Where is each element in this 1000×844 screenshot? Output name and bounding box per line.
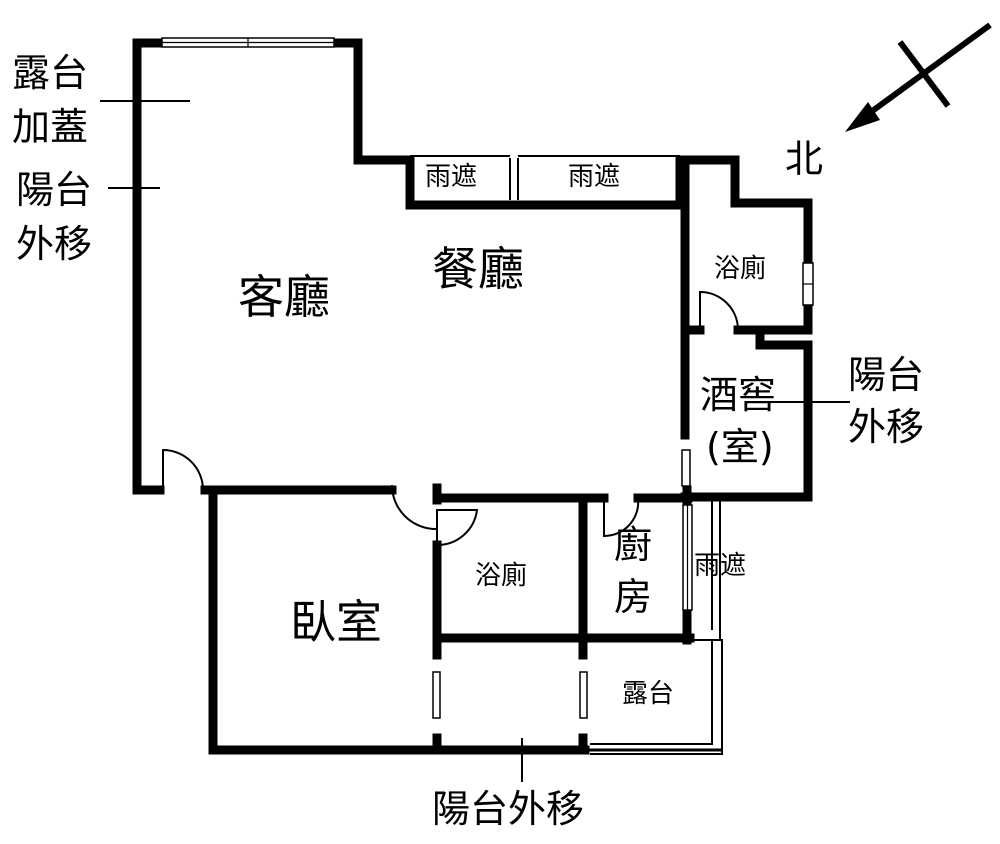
balcony-left-label-1: 陽台 [16, 168, 92, 212]
awning-right-label: 雨遮 [694, 551, 746, 581]
bedroom-label: 臥室 [290, 595, 382, 649]
door-swings [162, 290, 739, 547]
awning-center-label: 雨遮 [568, 162, 620, 192]
terrace-label: 露台 [622, 679, 674, 709]
balcony-right-label-1: 陽台 [848, 353, 924, 397]
dining-room-label: 餐廳 [432, 242, 524, 296]
wine-cellar-label-2: (室) [706, 425, 774, 469]
exterior-walls [132, 38, 813, 755]
kitchen-label-2: 房 [614, 575, 652, 619]
windows [161, 37, 814, 719]
leader-lines [100, 100, 850, 782]
room-labels: 客廳 餐廳 浴廁 酒窖 (室) 臥室 浴廁 廚 房 露台 [238, 242, 776, 709]
compass-crossbar [897, 40, 951, 108]
kitchen-label-1: 廚 [614, 523, 652, 567]
balcony-right-label-2: 外移 [848, 405, 924, 449]
balcony-bottom-label: 陽台外移 [432, 787, 584, 831]
upper-bath-label: 浴廁 [714, 254, 766, 284]
wine-cellar-label-1: 酒窖 [700, 373, 776, 417]
balcony-left-label-2: 外移 [16, 222, 92, 266]
terrace-cover-label-2: 加蓋 [12, 105, 88, 149]
compass-arrow-icon [845, 102, 880, 132]
awning-outlines [409, 155, 723, 755]
living-room-label: 客廳 [238, 270, 330, 324]
awning-labels: 雨遮 雨遮 雨遮 [425, 162, 746, 581]
awning-left-label: 雨遮 [425, 162, 477, 192]
compass: 北 [785, 22, 992, 181]
lower-bath-label: 浴廁 [475, 561, 527, 591]
terrace-cover-label-1: 露台 [12, 51, 88, 95]
compass-north-label: 北 [785, 137, 823, 181]
annotation-labels: 露台 加蓋 陽台 外移 陽台 外移 陽台外移 [12, 51, 924, 831]
